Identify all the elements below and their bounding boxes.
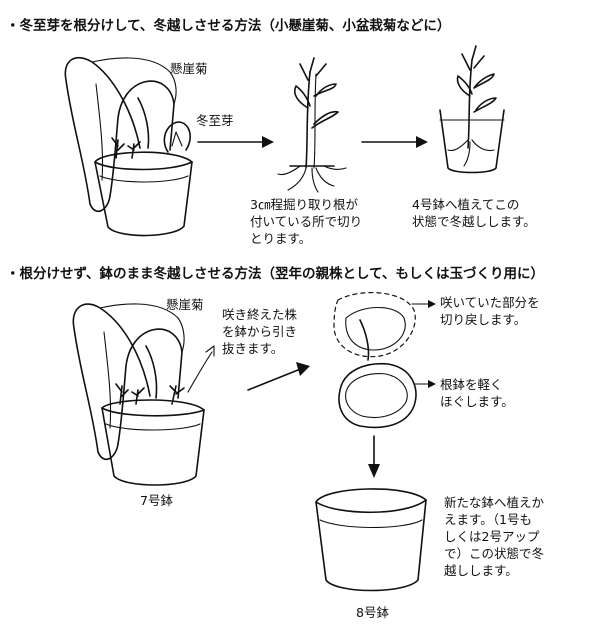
- uprooted-plant: [333, 291, 417, 429]
- pot-1-body: [94, 151, 193, 237]
- step2-caption-line: とります。: [250, 231, 312, 246]
- step3-caption-line: 4号鉢へ植えてこの: [412, 197, 520, 212]
- replant-caption-line: えます。（1号も: [444, 512, 532, 527]
- remove-caption-line: 咲き終えた株: [222, 307, 298, 322]
- pot-7-label: 7号鉢: [140, 493, 173, 508]
- foliage-1: [64, 56, 175, 213]
- replant-caption-line: しくは2号アップ: [444, 529, 540, 544]
- replant-caption-line: 越しします。: [444, 563, 518, 578]
- cascade-plant-pot-1: [64, 56, 193, 237]
- step2-caption-line: 付いている所で切り: [250, 214, 363, 229]
- remove-caption-line: を鉢から引き: [222, 324, 298, 339]
- sprout-with-roots: [277, 57, 347, 193]
- replant-caption-line: で）この状態で冬: [444, 546, 545, 561]
- cascade-plant-pot-7: [72, 303, 205, 486]
- arrow-3: [247, 369, 299, 391]
- sprout-1a: [111, 137, 125, 159]
- step3-caption-line: 状態で冬越しします。: [412, 214, 536, 229]
- loosen-caption-line: ほぐします。: [440, 394, 514, 409]
- plant-label-1: 懸崖菊: [170, 61, 208, 76]
- pot-1-rim: [94, 161, 193, 171]
- pot-8: [315, 488, 427, 592]
- plant-label-2: 懸崖菊: [166, 297, 204, 312]
- root-ball: [338, 362, 417, 429]
- foliage-2: [72, 303, 183, 461]
- pot-8-label: 8号鉢: [356, 605, 389, 620]
- pot-4-body: [439, 109, 505, 174]
- remove-caption-line: 抜きます。: [222, 341, 284, 356]
- section1-heading: ・冬至芽を根分けして、冬越しさせる方法（小懸崖菊、小盆栽菊などに）: [6, 18, 451, 34]
- step2-caption-line: 3㎝程掘り取り根が: [250, 197, 358, 212]
- cut-caption-line: 咲いていた部分を: [440, 295, 540, 310]
- sprout-1b: [127, 141, 141, 159]
- pot-8-body: [315, 488, 427, 592]
- sprout-label: 冬至芽: [196, 113, 234, 128]
- toji-me-sprout: [163, 121, 191, 153]
- cut-caption-line: 切り戻します。: [440, 312, 527, 327]
- cutback-region: [333, 291, 416, 358]
- replant-caption-line: 新たな鉢へ植えか: [444, 495, 545, 510]
- section2-heading: ・根分けせず、鉢のまま冬越しさせる方法（翌年の親株として、もしくは玉づくり用に）: [6, 266, 544, 282]
- loosen-caption-line: 根鉢を軽く: [440, 377, 503, 392]
- pot-7-body: [101, 399, 205, 486]
- pot-4-planted: [439, 45, 505, 174]
- pot-8-rim: [315, 499, 427, 514]
- pot-7-rim: [101, 407, 205, 417]
